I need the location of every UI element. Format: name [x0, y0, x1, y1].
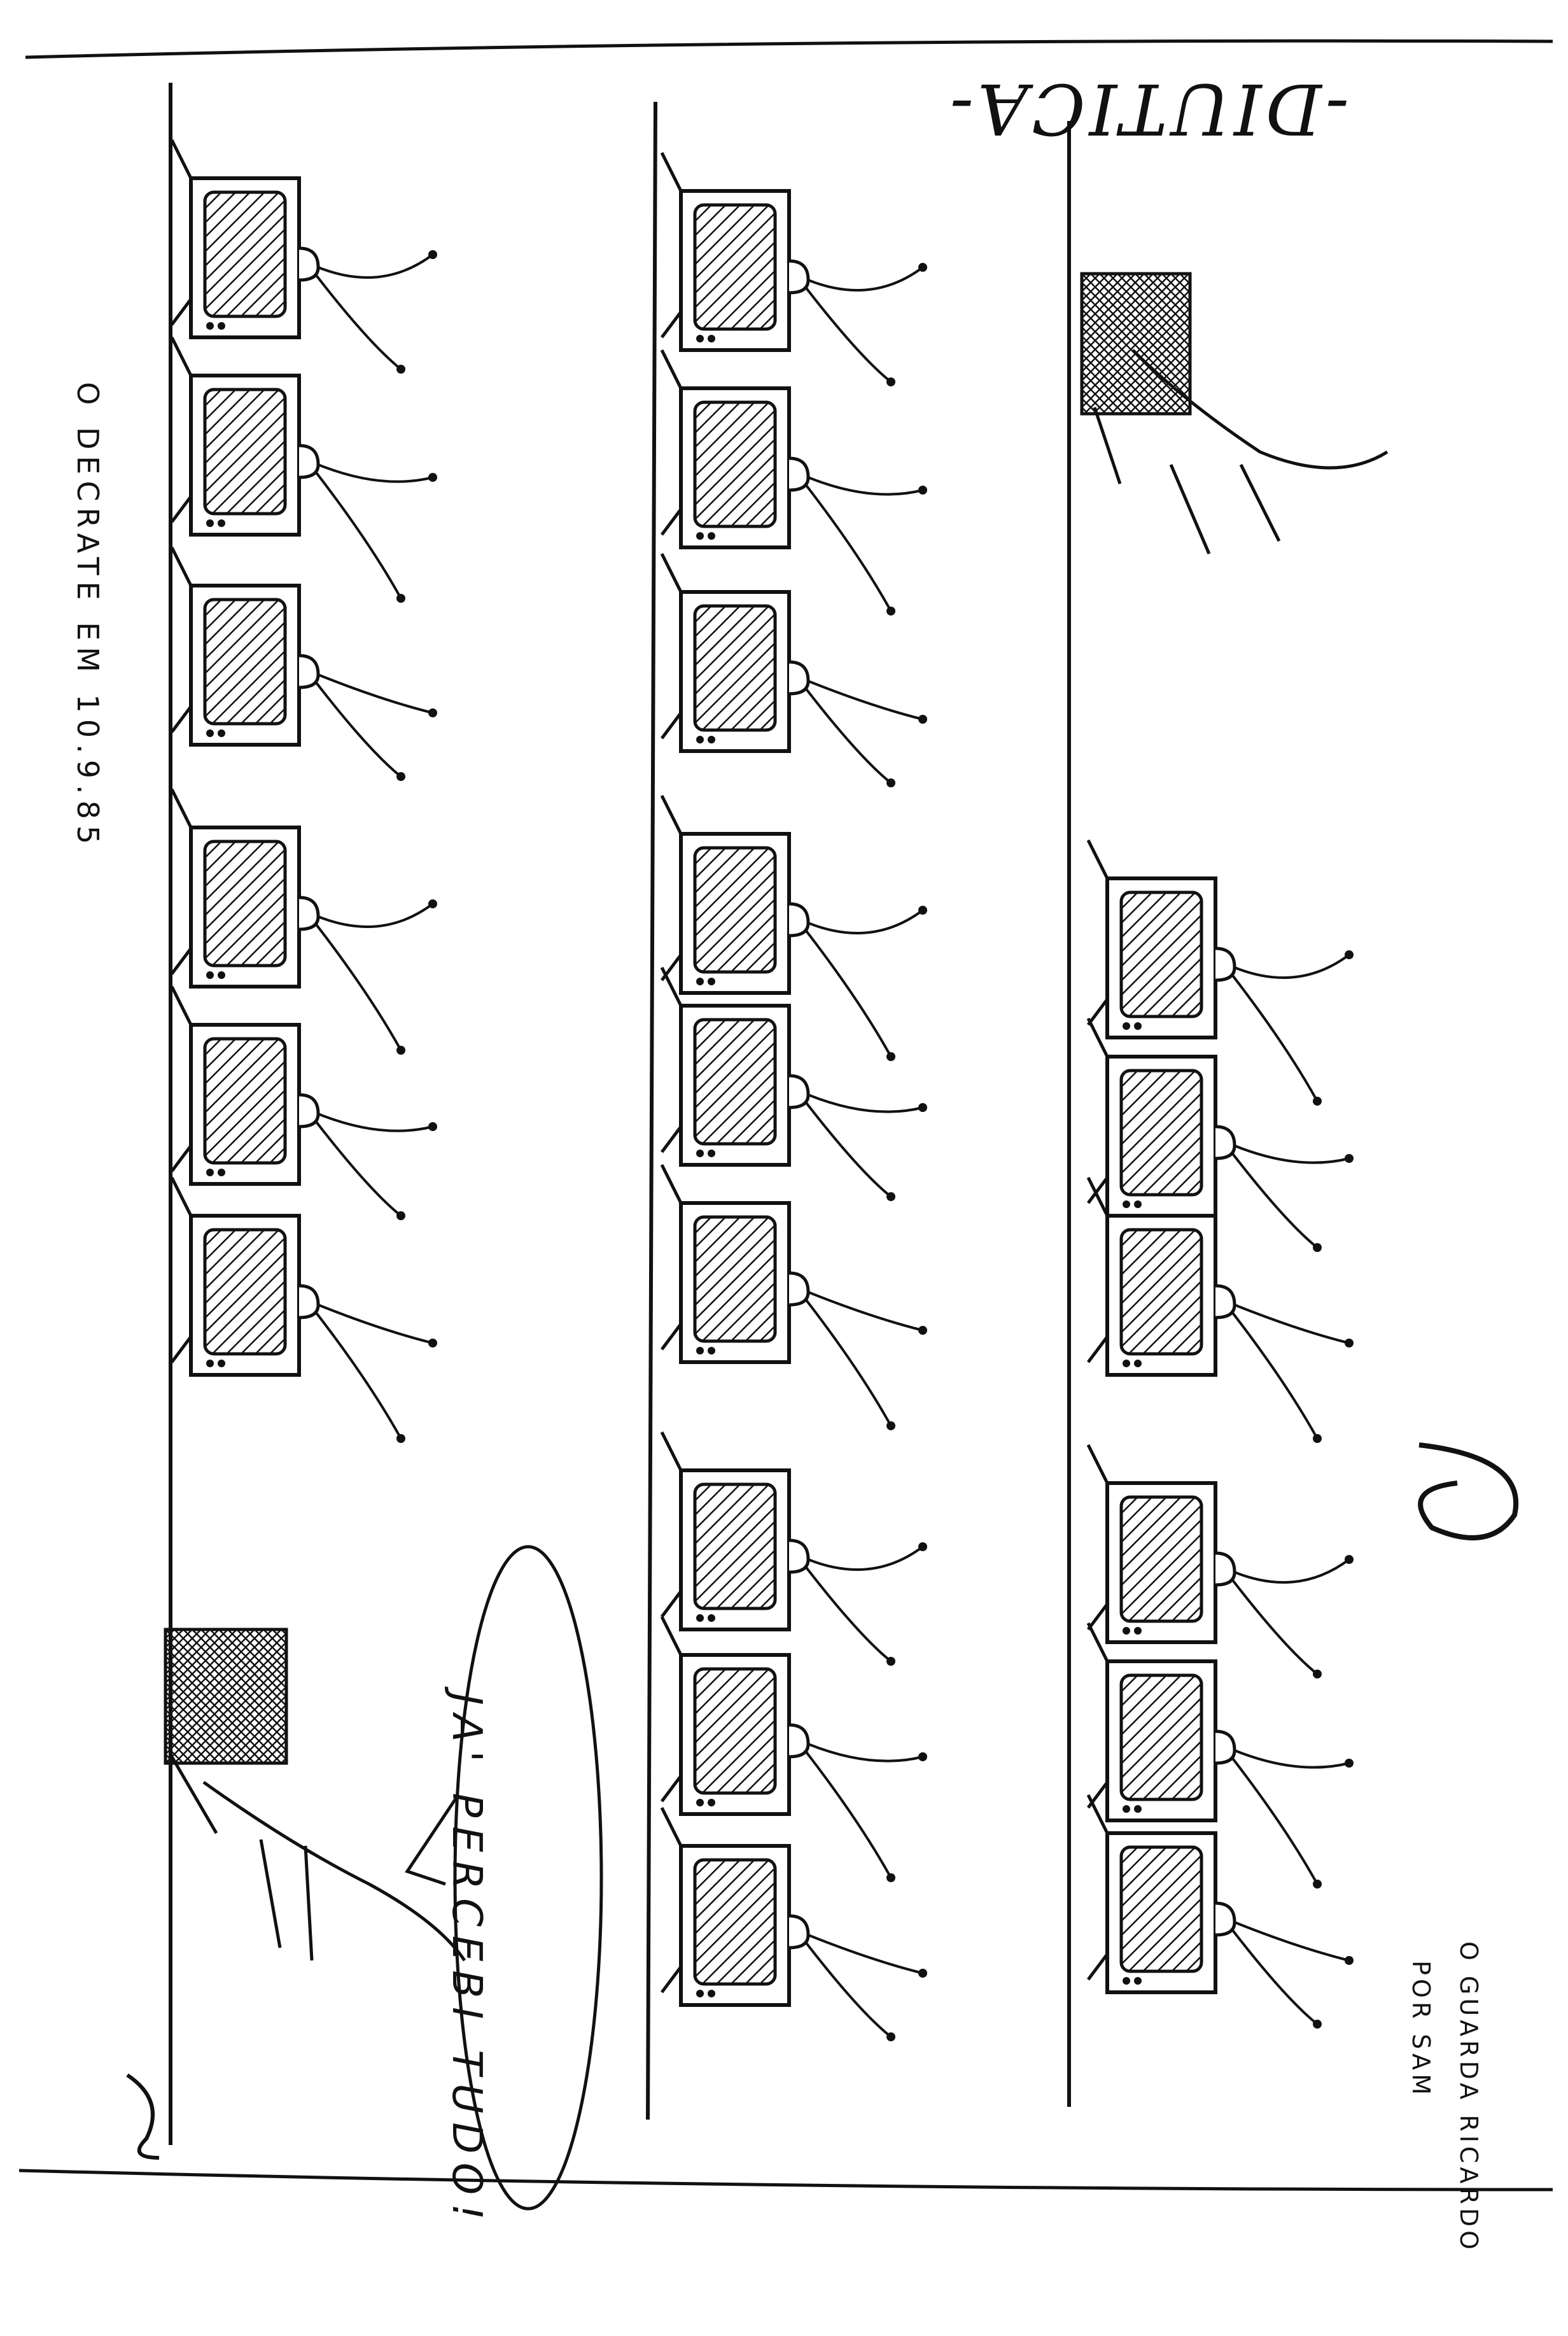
tv-set	[660, 1615, 927, 1882]
tv-set	[1086, 1176, 1354, 1443]
speech-bubble-tail	[405, 1794, 460, 1886]
speech-bubble-outline	[453, 1545, 603, 2211]
signature-left	[126, 2073, 160, 2160]
bottom-border-line	[18, 2169, 1553, 2192]
tv-set	[170, 788, 437, 1055]
tv-set	[660, 151, 927, 386]
tv-set	[660, 1431, 927, 1666]
tv-set	[1086, 839, 1354, 1106]
rail-middle	[646, 101, 657, 2120]
tv-set	[170, 546, 437, 781]
tv-set	[170, 139, 437, 374]
hand-bottom-left	[164, 1628, 466, 1962]
hand-top-right	[1080, 272, 1389, 554]
credit-line-2: POR SAM	[1407, 1960, 1435, 2099]
caption-left: O DECRATE EM 10.9.85	[71, 382, 105, 851]
tv-set	[170, 985, 437, 1220]
tv-set	[660, 349, 927, 616]
speech-bubble-text: JA' PERCEBI TUDO!	[443, 1693, 490, 2229]
tv-set	[660, 1164, 927, 1430]
tv-set	[660, 966, 927, 1201]
tv-set	[1086, 1017, 1354, 1252]
tv-set	[1086, 1622, 1354, 1889]
tv-set	[170, 336, 437, 603]
tv-set	[660, 794, 927, 1061]
tv-set	[1086, 1444, 1354, 1678]
tv-set	[1086, 1794, 1354, 2029]
tv-set	[660, 1806, 927, 2041]
tv-set	[170, 1176, 437, 1443]
credit-line-1: O GUARDA RICARDO	[1455, 1941, 1483, 2254]
tv-set	[660, 552, 927, 787]
cartoon-drawing	[18, 39, 1553, 2211]
signature-right	[1418, 1442, 1519, 1540]
top-border-line	[25, 39, 1553, 59]
cartoon-title: -DIUTICA-	[946, 68, 1349, 150]
